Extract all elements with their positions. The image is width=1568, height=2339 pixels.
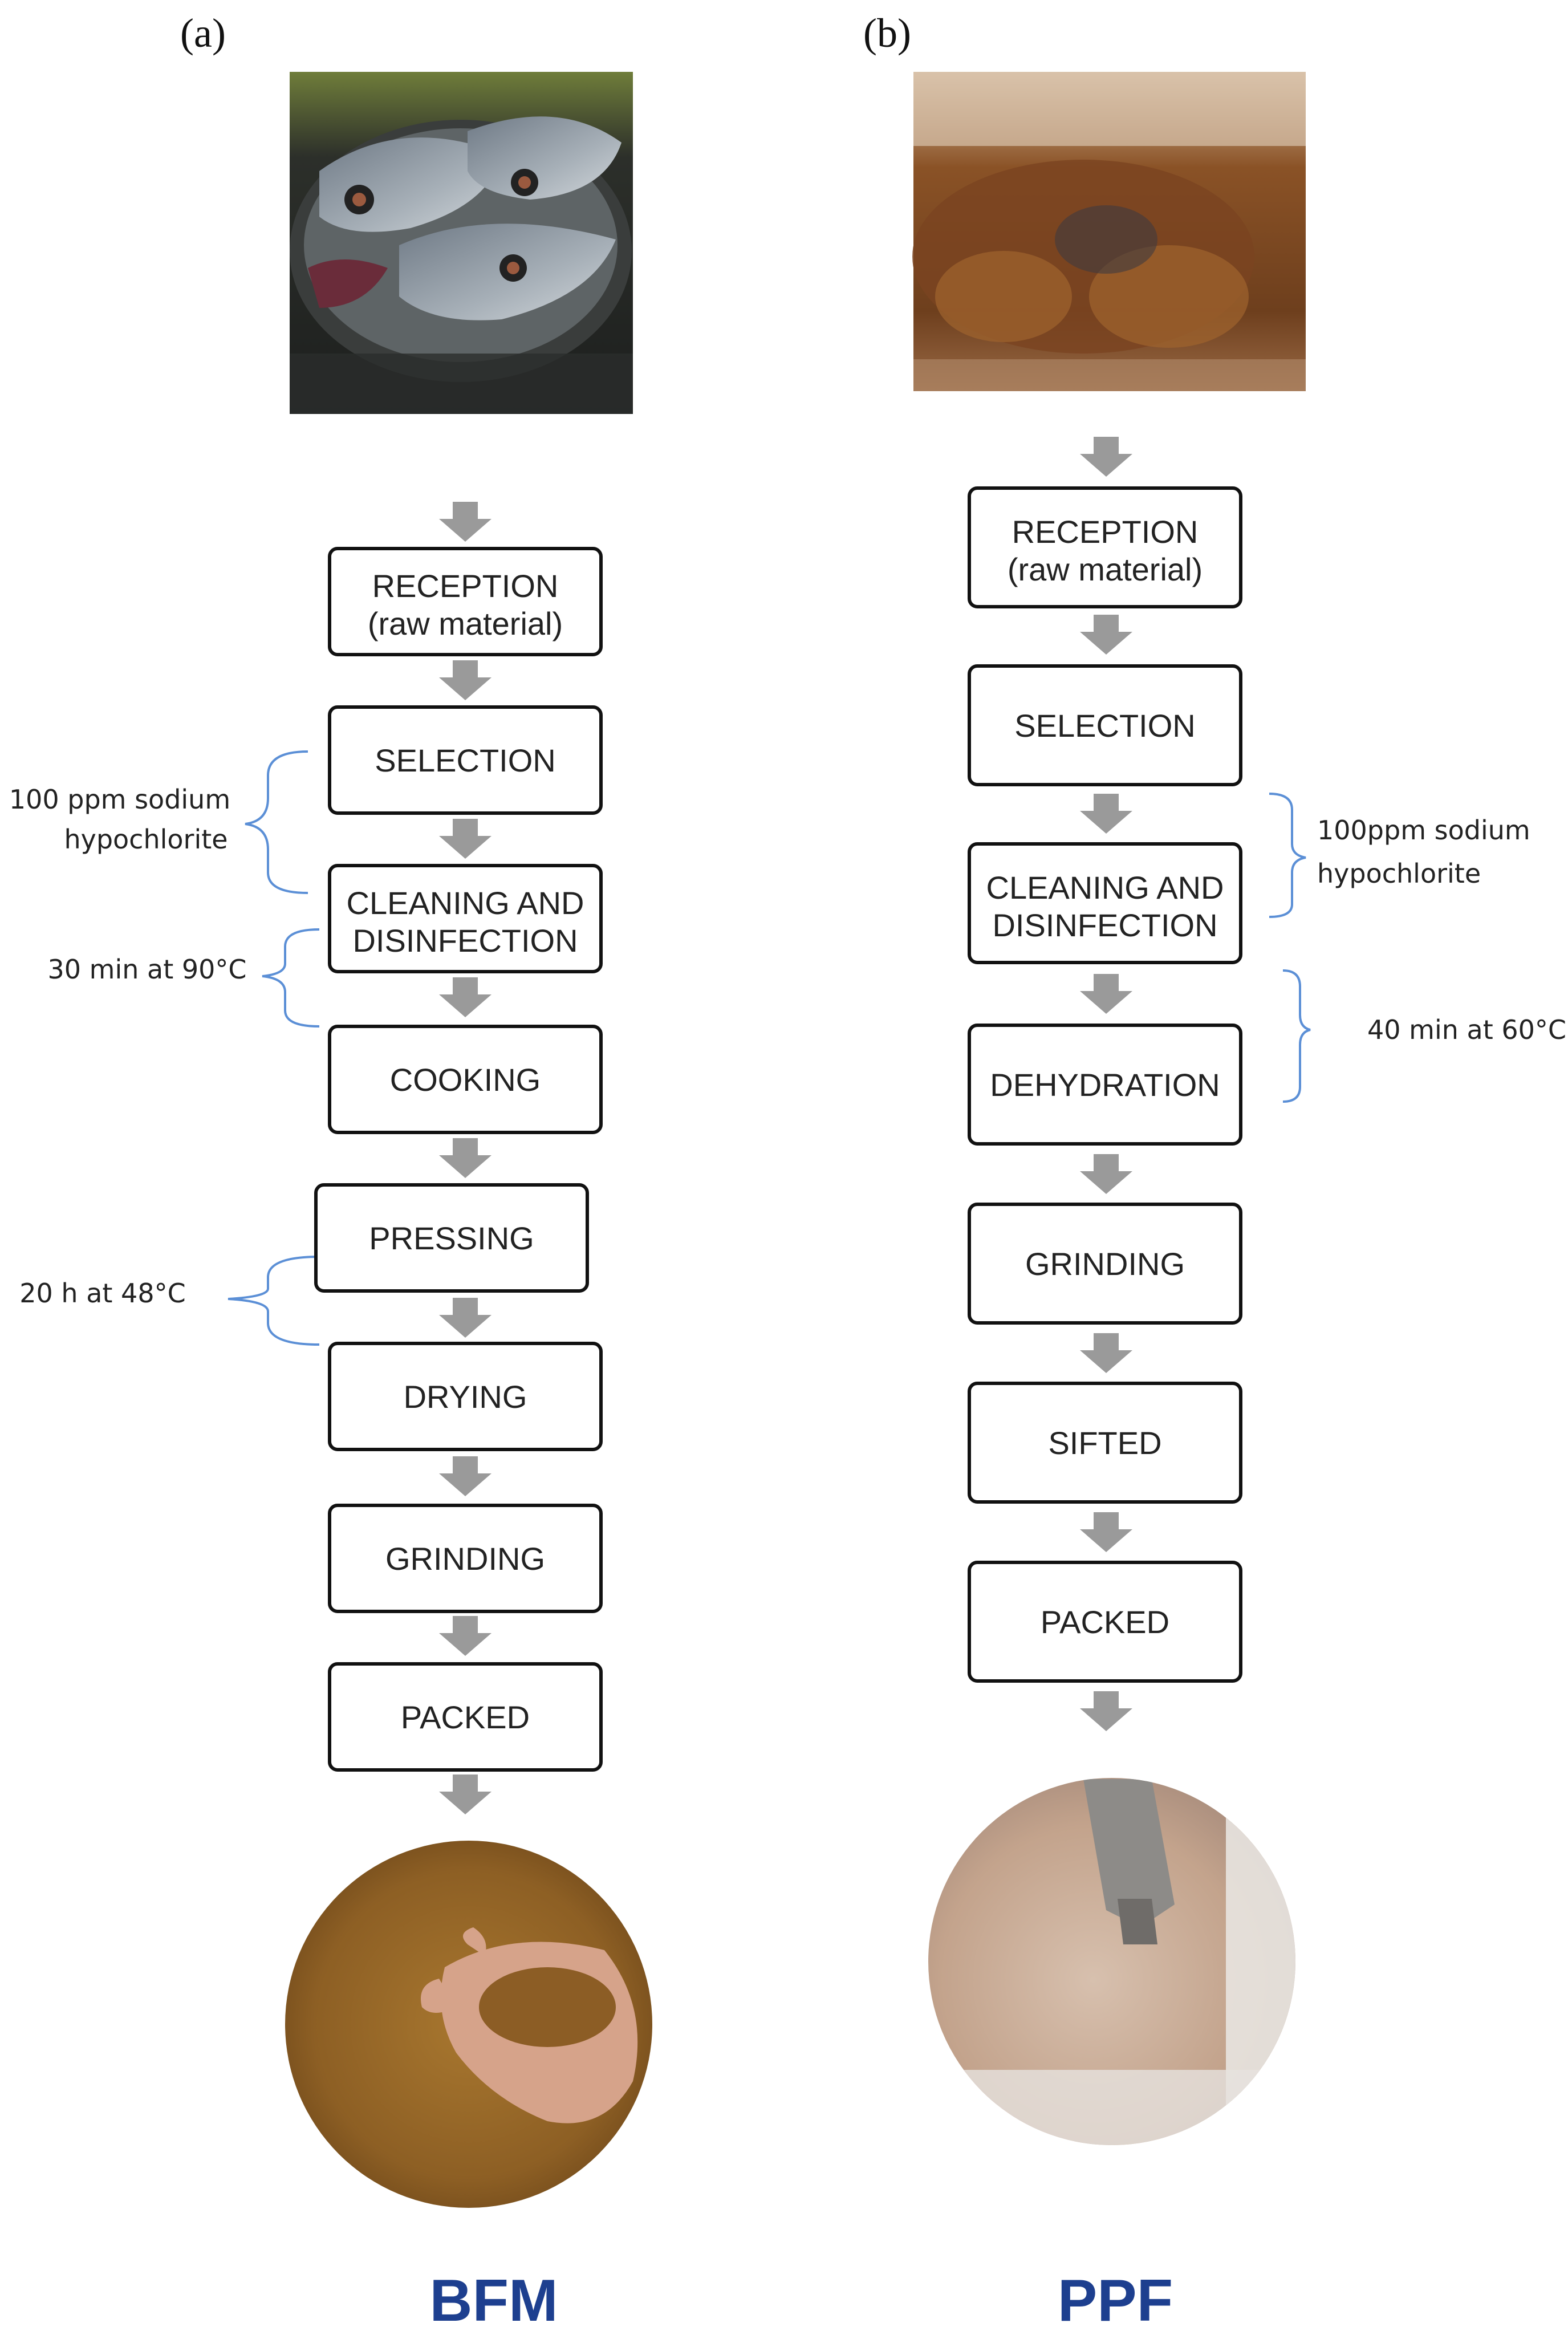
flow-column-a: RECEPTION(raw material) SELECTION CLEANING…	[314, 502, 603, 1814]
condition-brackets	[228, 750, 1311, 1346]
step-frame	[968, 1561, 1242, 1683]
flow-arrow	[439, 660, 491, 700]
flow-arrow	[439, 819, 491, 859]
raw-flakes-photo	[912, 72, 1306, 391]
step-label: SELECTION	[1014, 708, 1195, 744]
step-frame	[328, 1662, 603, 1772]
step-label-line2: (raw material)	[1008, 551, 1203, 587]
step-label: SELECTION	[375, 742, 555, 778]
step-box: PACKED	[968, 1561, 1242, 1683]
step-label-line1: RECEPTION	[372, 568, 559, 604]
step-label-line2: DISINFECTION	[352, 923, 578, 959]
step-box: PRESSING	[314, 1183, 589, 1293]
panel-label-b: (b)	[863, 10, 911, 56]
step-label: PACKED	[1041, 1604, 1169, 1640]
step-box: GRINDING	[968, 1203, 1242, 1325]
step-label-line2: (raw material)	[368, 606, 563, 641]
panel-label-a: (a)	[180, 10, 226, 56]
step-box: PACKED	[328, 1662, 603, 1772]
step-label: GRINDING	[1025, 1246, 1185, 1282]
step-box: SELECTION	[328, 705, 603, 815]
flow-arrow	[439, 1298, 491, 1338]
step-box: DEHYDRATION	[968, 1024, 1242, 1146]
step-label: PRESSING	[369, 1220, 534, 1256]
flow-arrow	[1080, 1512, 1132, 1552]
bracket-b-hypochlorite	[1269, 793, 1306, 918]
condition-note-line2: hypochlorite	[64, 824, 228, 855]
step-frame	[968, 1024, 1242, 1146]
step-frame	[328, 1342, 603, 1451]
flow-arrow	[439, 1774, 491, 1814]
flow-arrow	[1080, 1691, 1132, 1731]
step-label: DEHYDRATION	[990, 1067, 1220, 1103]
step-label: GRINDING	[385, 1541, 545, 1577]
product-name-b: PPF	[1058, 2268, 1173, 2334]
raw-fish-photo	[290, 72, 633, 414]
step-frame	[328, 1504, 603, 1613]
ppf-product-photo	[928, 1778, 1295, 2145]
step-frame	[968, 842, 1242, 964]
notes-column-b: 100ppm sodium hypochlorite 40 min at 60°C	[1317, 815, 1566, 1045]
flow-arrow	[1080, 437, 1132, 477]
step-frame	[328, 705, 603, 815]
bfm-product-photo	[285, 1841, 652, 2208]
step-box: RECEPTION(raw material)	[328, 547, 603, 656]
step-box: GRINDING	[328, 1504, 603, 1613]
step-frame	[314, 1183, 589, 1293]
flow-arrow	[439, 1456, 491, 1496]
bracket-b-dehydration	[1282, 969, 1311, 1103]
step-frame	[328, 547, 603, 656]
step-frame	[328, 864, 603, 973]
flow-arrow	[439, 502, 491, 542]
bracket-a-drying	[228, 1256, 320, 1346]
step-frame	[968, 486, 1242, 608]
step-box: COOKING	[328, 1025, 603, 1134]
flow-arrow	[439, 977, 491, 1017]
condition-note: 100ppm sodium	[1317, 815, 1530, 846]
step-label-line2: DISINFECTION	[992, 907, 1217, 943]
condition-note: 100 ppm sodium	[9, 784, 230, 815]
flow-column-b: RECEPTION(raw material) SELECTION CLEANING…	[968, 437, 1242, 1731]
flow-arrow	[1080, 1333, 1132, 1373]
condition-note: 40 min at 60°C	[1367, 1014, 1566, 1045]
flow-arrow	[1080, 974, 1132, 1014]
step-label: SIFTED	[1048, 1425, 1161, 1461]
step-label: PACKED	[401, 1699, 530, 1735]
product-name-a: BFM	[429, 2268, 558, 2334]
step-frame	[968, 1203, 1242, 1325]
notes-column-a: 100 ppm sodium hypochlorite 30 min at 90°C…	[9, 784, 247, 1309]
bracket-a-hypochlorite	[245, 750, 308, 894]
step-box: SIFTED	[968, 1382, 1242, 1504]
flow-arrow	[1080, 1154, 1132, 1194]
step-box: RECEPTION(raw material)	[968, 486, 1242, 608]
flow-arrow	[1080, 794, 1132, 834]
step-label: COOKING	[390, 1062, 541, 1098]
step-label-line1: CLEANING AND	[347, 885, 584, 921]
flow-arrow	[439, 1616, 491, 1656]
step-frame	[968, 664, 1242, 786]
step-label-line1: RECEPTION	[1012, 514, 1199, 550]
flow-arrow	[439, 1138, 491, 1178]
step-frame	[328, 1025, 603, 1134]
step-label-line1: CLEANING AND	[986, 870, 1224, 905]
step-label: DRYING	[404, 1379, 527, 1415]
condition-note: 20 h at 48°C	[19, 1278, 185, 1309]
flow-arrow	[1080, 615, 1132, 655]
bracket-a-cooking	[262, 928, 320, 1028]
step-box: SELECTION	[968, 664, 1242, 786]
step-frame	[968, 1382, 1242, 1504]
step-box: DRYING	[328, 1342, 603, 1451]
condition-note-line2: hypochlorite	[1317, 858, 1481, 889]
condition-note: 30 min at 90°C	[47, 954, 246, 985]
